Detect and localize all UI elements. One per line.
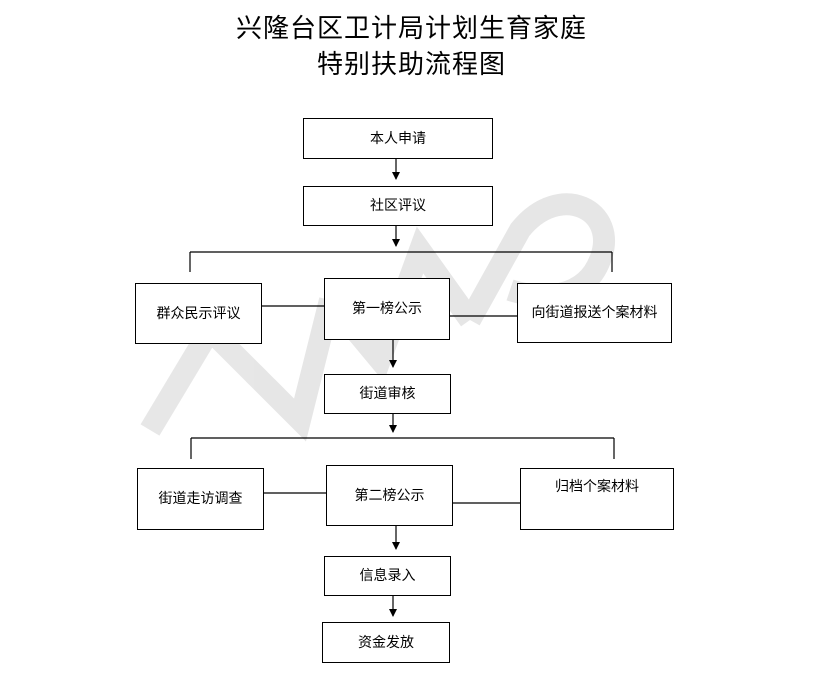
node-fund-release: 资金发放 [322,622,450,663]
node-archive: 归档个案材料 [520,468,674,530]
node-first-publicity: 第一榜公示 [324,278,450,340]
node-street-audit: 街道审核 [324,374,451,414]
node-public-review: 群众民示评议 [135,283,262,344]
node-report-to-street: 向街道报送个案材料 [517,283,672,343]
node-second-publicity: 第二榜公示 [326,465,453,526]
diagram-title-line-1: 兴隆台区卫计局计划生育家庭 [235,14,587,44]
node-street-visit: 街道走访调查 [137,468,264,530]
diagram-title-line-2: 特别扶助流程图 [316,50,506,80]
node-info-entry: 信息录入 [324,556,451,596]
node-community-review: 社区评议 [303,186,493,226]
node-apply: 本人申请 [303,118,493,159]
